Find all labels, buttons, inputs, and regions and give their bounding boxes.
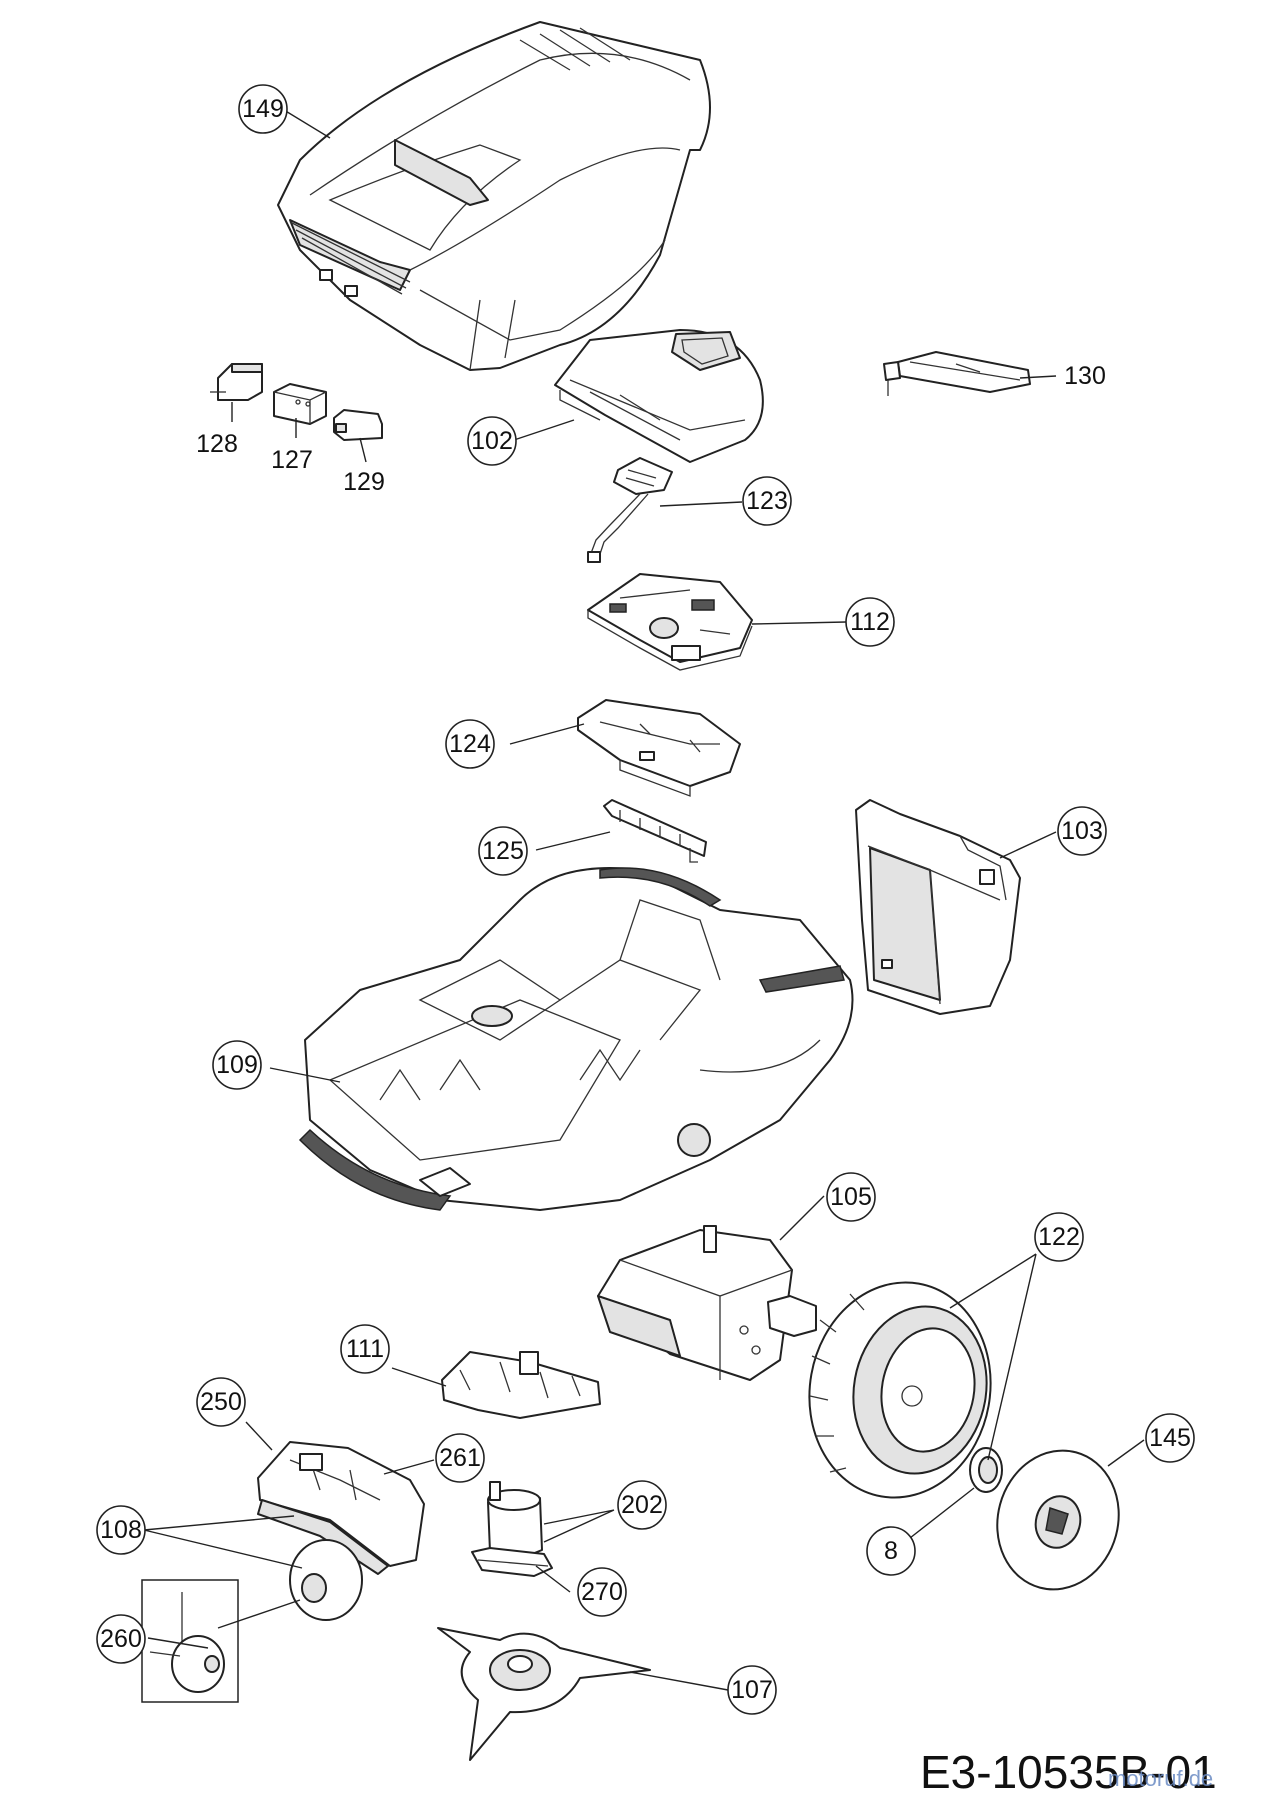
part-109-chassis	[298, 867, 854, 1211]
callout-label: 123	[746, 487, 788, 515]
callout-261: 261	[435, 1433, 485, 1483]
part-128-connector	[210, 363, 263, 401]
part-130-sensor-plate	[883, 351, 1031, 396]
callout-label: 108	[100, 1516, 142, 1544]
callout-label: 260	[100, 1625, 142, 1653]
part-102-display-housing	[554, 329, 764, 463]
callout-label: 124	[449, 730, 491, 758]
part-111-holder	[441, 1351, 601, 1419]
part-129-connector	[333, 409, 383, 441]
part-123-ribbon-cable	[587, 457, 673, 563]
callout-label: 270	[581, 1578, 623, 1606]
callout-105: 105	[826, 1172, 876, 1222]
part-105-drive-motor	[597, 1225, 817, 1381]
part-149-top-cover	[277, 21, 711, 371]
callout-123: 123	[742, 476, 792, 526]
part-8-wheel-hub	[969, 1447, 1003, 1493]
callout-202: 202	[617, 1480, 667, 1530]
callout-122: 122	[1034, 1212, 1084, 1262]
watermark-text: motoruf.de	[1108, 1766, 1213, 1791]
part-145-hub-cap	[996, 1449, 1120, 1591]
callout-label: 202	[621, 1491, 663, 1519]
callout-label: 103	[1061, 817, 1103, 845]
part-108-front-wheel	[289, 1539, 363, 1621]
part-103-battery-compartment	[855, 799, 1021, 1015]
callout-label: 112	[850, 608, 890, 636]
part-125-bracket	[603, 799, 707, 863]
part-122-drive-wheel	[808, 1281, 992, 1499]
part-124-board-tray	[577, 699, 741, 797]
callout-label: 111	[346, 1335, 384, 1363]
callout-label: 109	[216, 1051, 258, 1079]
callout-250: 250	[196, 1377, 246, 1427]
drawing-code: E3-10535B-01	[920, 1746, 1217, 1798]
callout-label: 145	[1149, 1424, 1191, 1452]
callout-label: 125	[482, 837, 524, 865]
callout-label: 149	[242, 95, 284, 123]
label-127: 127	[271, 446, 313, 474]
callout-108: 108	[96, 1505, 146, 1555]
part-127-battery-block	[273, 383, 327, 425]
callout-124: 124	[445, 719, 495, 769]
callout-label: 122	[1038, 1223, 1080, 1251]
callout-label: 130	[1064, 362, 1106, 390]
callout-270: 270	[577, 1567, 627, 1617]
callout-label: 105	[830, 1183, 872, 1211]
callout-125: 125	[478, 826, 528, 876]
callout-103: 103	[1057, 806, 1107, 856]
callout-label: 8	[884, 1537, 898, 1565]
part-107-blade-disc	[437, 1627, 651, 1761]
callout-label: 250	[200, 1388, 242, 1416]
callout-label: 107	[731, 1676, 773, 1704]
label-129: 129	[343, 468, 385, 496]
callout-109: 109	[212, 1040, 262, 1090]
callout-label: 102	[471, 427, 513, 455]
label-128: 128	[196, 430, 238, 458]
callout-112: 112	[845, 597, 895, 647]
callout-107: 107	[727, 1665, 777, 1715]
part-270-motor-mount	[471, 1547, 553, 1577]
callout-145: 145	[1145, 1413, 1195, 1463]
callout-102: 102	[467, 416, 517, 466]
part-260-swivel-wheel	[141, 1579, 239, 1703]
callout-260: 260	[96, 1614, 146, 1664]
leader-lines	[143, 109, 1145, 1691]
callout-149: 149	[238, 84, 288, 134]
callout-8: 8	[866, 1526, 916, 1576]
part-112-circuit-board	[587, 573, 753, 671]
callout-111: 111	[340, 1324, 390, 1374]
part-202-cutting-motor	[487, 1481, 543, 1558]
callout-label: 261	[439, 1444, 481, 1472]
callout-130: 130	[1064, 362, 1106, 390]
